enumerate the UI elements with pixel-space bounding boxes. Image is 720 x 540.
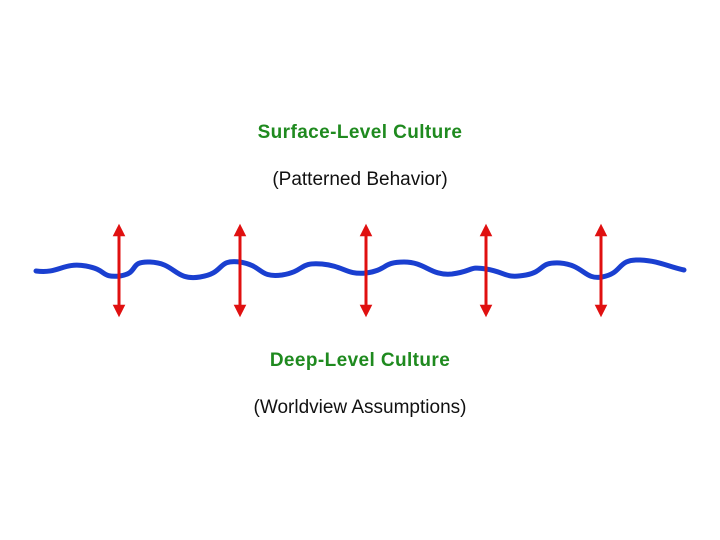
deep-level-title: Deep-Level Culture (269, 350, 451, 371)
surface-level-subtitle: (Patterned Behavior) (272, 169, 448, 190)
deep-level-subtitle: (Worldview Assumptions) (253, 397, 467, 418)
surface-level-title: Surface-Level Culture (257, 122, 463, 143)
wave-line (33, 257, 687, 281)
arrow-group (112, 223, 608, 318)
